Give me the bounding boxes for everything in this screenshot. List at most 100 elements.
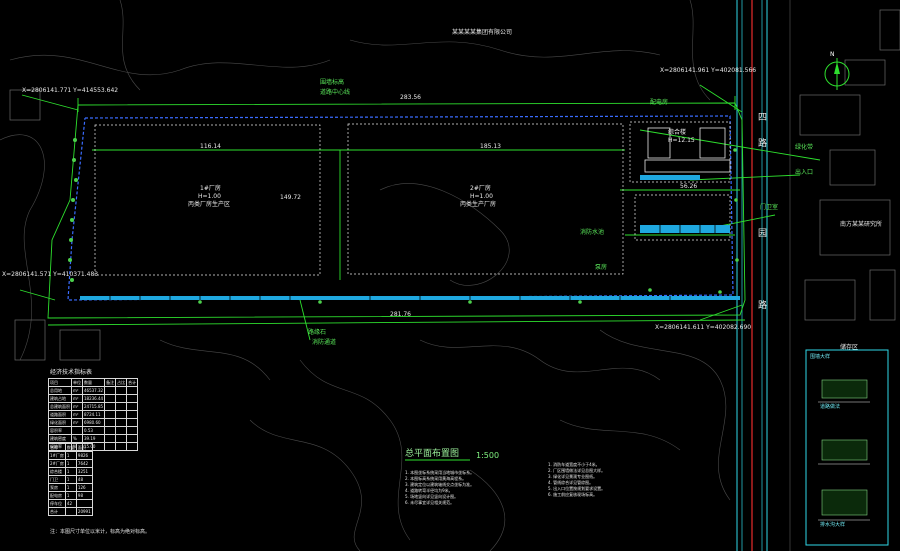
note-line: 6. 施工前应复核现场标高。 <box>548 492 598 497</box>
table-cell: 占比 <box>115 378 128 387</box>
table-cell: 数量 <box>64 443 77 452</box>
table-row: 合计 20991 <box>48 507 93 516</box>
table-cell <box>115 434 128 443</box>
table-cell: 1#厂房 <box>48 451 66 460</box>
table-cell: 综合楼 <box>48 467 66 476</box>
table-row: 建筑密度%39.19 <box>48 434 139 443</box>
table-cell: 8724.11 <box>81 410 106 419</box>
road-name-3: 园 <box>756 228 766 237</box>
table-cell <box>104 394 117 403</box>
table-cell: 1 <box>64 459 77 468</box>
table-cell: 98 <box>75 491 93 500</box>
note-line: 3. 建筑定位以建筑轴线交点坐标为准。 <box>405 482 475 487</box>
table-cell <box>126 418 139 427</box>
note-line: 4. 管线综合详见管综图。 <box>548 480 594 485</box>
coord-se: X=2806141.611 Y=402082.690 <box>655 324 752 331</box>
north-arrow-icon <box>824 58 850 90</box>
table-cell <box>115 426 128 435</box>
table-cell: m² <box>71 418 83 427</box>
zone-2-h: H=1.00 <box>470 193 493 200</box>
callout-8: 门卫室 <box>760 204 779 211</box>
table-cell: 1 <box>64 475 77 484</box>
table-cell: 合计 <box>48 507 66 516</box>
note-line: 6. 未尽事宜详见相关规范。 <box>405 500 455 505</box>
table-cell: 6980.60 <box>81 418 106 427</box>
table-cell: 门卫 <box>48 475 66 484</box>
table-cell <box>104 434 117 443</box>
parking-stalls <box>80 175 740 300</box>
table-cell: 46537.32 <box>81 386 106 395</box>
callout-1: 围墙标高 <box>320 79 345 86</box>
table-cell: 18236.44 <box>81 394 106 403</box>
table-cell: 数量 <box>81 378 106 387</box>
drawing-title: 总平面布置图 <box>405 449 460 459</box>
note-line: 1. 本图坐标系统采用当地城市坐标系。 <box>405 470 475 475</box>
table-cell: 1 <box>64 491 77 500</box>
dim-west: 149.72 <box>280 194 301 201</box>
table-cell: 42 <box>64 499 77 508</box>
table-cell <box>126 442 139 451</box>
drawing-scale: 1:500 <box>476 451 500 460</box>
note-line: 1. 消防车道宽度不小于4米。 <box>548 462 600 467</box>
table-cell: % <box>71 434 83 443</box>
detail-label-2: 道路做法 <box>820 404 841 410</box>
table-cell: 泵房 <box>48 483 66 492</box>
table-cell: 2#厂房 <box>48 459 66 468</box>
table-cell <box>126 410 139 419</box>
table-cell <box>64 507 77 516</box>
detail-label-1: 围墙大样 <box>810 354 831 360</box>
note-line: 4. 道路转弯半径均为9米。 <box>405 488 453 493</box>
east-road <box>736 0 791 551</box>
zone-2-note: 丙类生产厂房 <box>460 201 497 208</box>
table-cell: 总建筑面积 <box>48 402 72 411</box>
callout-6: 出入口 <box>795 169 814 176</box>
dim-inner-1: 116.14 <box>200 143 221 150</box>
table-cell <box>104 402 117 411</box>
zone-1-name: 1#厂房 <box>200 185 221 192</box>
coord-nw: X=2806141.771 Y=414553.642 <box>22 87 119 94</box>
callout-5: 绿化带 <box>795 144 814 151</box>
table-cell <box>115 394 128 403</box>
table-cell <box>126 426 139 435</box>
table1-title: 经济技术指标表 <box>50 369 93 376</box>
dim-east: 56.26 <box>680 183 698 190</box>
callout-9: 消防水池 <box>580 229 605 236</box>
owner-label: 某某某某集团有限公司 <box>452 29 513 36</box>
detail-sheet <box>805 349 889 546</box>
zone-3-h: H=12.15 <box>668 137 695 144</box>
callout-3: 路缘石 <box>308 329 327 336</box>
detail-label-3: 排水沟大样 <box>820 522 846 528</box>
table-cell: 建筑占地 <box>48 394 72 403</box>
table-cell: 7642 <box>75 459 93 468</box>
building-outlines <box>94 121 731 276</box>
neighbor-label-2: 储存区 <box>840 344 859 351</box>
note-line: 5. 出入口位置按规划要求设置。 <box>548 486 606 491</box>
table-cell: 合计 <box>126 378 139 387</box>
table-cell: 1 <box>64 451 77 460</box>
table-cell: 48 <box>75 475 93 484</box>
table-cell: 停车位 <box>48 499 66 508</box>
zone-2-name: 2#厂房 <box>470 185 491 192</box>
table-cell: m² <box>71 386 83 395</box>
table-cell: 24715.85 <box>81 402 106 411</box>
table-cell: 39.19 <box>81 434 106 443</box>
neighbor-buildings <box>9 9 900 361</box>
table-cell: 总用地 <box>48 386 72 395</box>
table-cell: 0.53 <box>81 426 106 435</box>
table-cell <box>75 499 93 508</box>
table-cell: 20991 <box>75 507 93 516</box>
table-cell <box>115 418 128 427</box>
table-cell <box>71 426 83 435</box>
note-line: 3. 绿化详见景观专业图纸。 <box>548 474 598 479</box>
table-cell <box>126 402 139 411</box>
table-cell <box>115 442 128 451</box>
